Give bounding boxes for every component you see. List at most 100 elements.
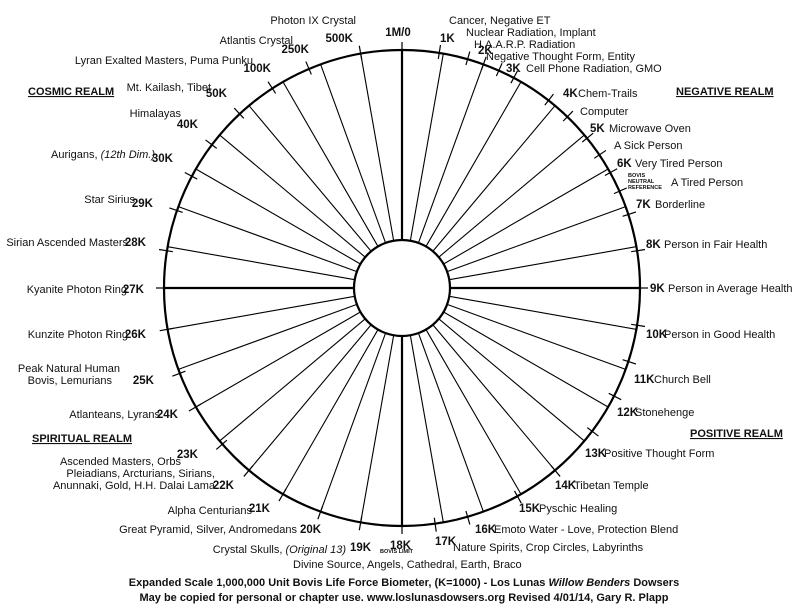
tick-label: Emoto Water - Love, Protection Blend	[494, 524, 678, 536]
tick-value: 16K	[475, 524, 497, 536]
tick-label: Cell Phone Radiation, GMO	[526, 63, 662, 75]
tick-label: A Tired Person	[671, 177, 743, 189]
tick-value: 26K	[125, 329, 147, 341]
tick-marks	[156, 42, 648, 534]
tick-mark	[594, 149, 607, 159]
tick-mark	[169, 207, 183, 214]
tick-value: 14K	[555, 480, 577, 492]
tick-label: Alpha Centurians	[168, 505, 253, 517]
spoke-line	[248, 105, 372, 252]
tick-value: 2K	[478, 45, 493, 57]
spoke-line	[320, 332, 387, 512]
tick-value: 3K	[506, 63, 521, 75]
tick-label: Photon IX Crystal	[270, 15, 356, 27]
tick-label: Peak Natural Human	[18, 363, 120, 375]
tick-value: 29K	[132, 198, 154, 210]
tick-label: Very Tired Person	[635, 158, 722, 170]
tick-value: 12K	[617, 407, 639, 419]
tick-mark	[480, 56, 487, 71]
tick-value: 28K	[125, 237, 147, 249]
tick-label: Pyschic Healing	[539, 503, 617, 515]
spoke-line	[446, 206, 626, 273]
tick-mark	[188, 403, 202, 412]
tick-mark	[613, 187, 627, 195]
tick-label: Divine Source, Angels, Cathedral, Earth,…	[293, 559, 522, 571]
tick-mark	[215, 439, 228, 450]
footer-line-1: Expanded Scale 1,000,000 Unit Bovis Life…	[129, 577, 679, 589]
spoke-line	[178, 206, 358, 273]
tick-label: Negative Thought Form, Entity	[486, 51, 635, 63]
spoke-line	[443, 168, 609, 265]
tick-label: Ascended Masters, Orbs	[60, 456, 182, 468]
spoke-line	[360, 335, 395, 523]
tick-value: 18K	[390, 540, 412, 552]
tick-label: Himalayas	[130, 108, 182, 120]
spoke-line	[409, 335, 444, 523]
tick-label: Atlanteans, Lyrans	[69, 409, 160, 421]
tick-label: H.A.A.R.P. Radiation	[474, 39, 575, 51]
tick-mark	[510, 70, 519, 84]
tick-value: 19K	[350, 542, 372, 554]
tick-value: 500K	[326, 33, 354, 45]
tick-label: Church Bell	[654, 374, 711, 386]
tick-mark	[465, 51, 471, 66]
inner-ring	[352, 238, 452, 338]
spoke-line	[219, 318, 366, 442]
tick-mark	[317, 505, 324, 520]
tick-mark	[437, 44, 442, 59]
tick-value: 250K	[282, 44, 310, 56]
tick-value: 13K	[585, 448, 607, 460]
tick-label: Crystal Skulls, (Original 13)	[213, 544, 347, 556]
tick-mark	[358, 45, 363, 60]
tick-label: Nuclear Radiation, Implant	[466, 27, 596, 39]
tick-mark	[608, 392, 622, 401]
tick-mark	[495, 63, 503, 77]
tick-mark	[622, 359, 637, 365]
spoke-line	[167, 295, 355, 330]
tick-value: 1K	[440, 33, 455, 45]
tick-mark	[631, 248, 646, 253]
spoke-line	[432, 324, 556, 471]
spoke-line	[449, 246, 637, 281]
tick-mark	[305, 61, 312, 75]
tick-value: 24K	[157, 409, 179, 421]
tick-label: Positive Thought Form	[604, 448, 714, 460]
spoke-line	[195, 168, 361, 265]
spiritual-realm-heading: SPIRITUAL REALM	[32, 433, 132, 445]
tick-mark	[278, 488, 287, 502]
tick-mark	[465, 510, 471, 525]
spoke-line	[219, 134, 366, 258]
tick-value: 6K	[617, 158, 632, 170]
positive-realm-heading: POSITIVE REALM	[690, 428, 783, 440]
spoke-line	[417, 332, 484, 512]
tick-mark	[544, 93, 554, 106]
tick-label: Aurigans, (12th Dim.)	[51, 149, 155, 161]
tick-label: Star Sirius	[84, 194, 135, 206]
spoke-line	[360, 53, 395, 241]
tick-label: Great Pyramid, Silver, Andromedans	[119, 524, 297, 536]
tick-label: Lyran Exalted Masters, Puma Punku	[75, 55, 253, 67]
tick-mark	[562, 110, 574, 122]
tick-label: Stonehenge	[635, 407, 694, 419]
spoke-line	[425, 81, 522, 247]
tick-label: Kyanite Photon Ring	[27, 284, 127, 296]
tick-value: 1M/0	[385, 27, 411, 39]
tick-label: Computer	[580, 106, 629, 118]
tick-mark	[159, 327, 174, 332]
bovis-limit-label: BOVIS LIMIT	[380, 549, 414, 555]
tick-value: 10K	[646, 329, 668, 341]
tick-label: Mt. Kailash, Tibet	[127, 82, 211, 94]
tick-mark	[631, 323, 646, 328]
tick-label: Pleiadians, Arcturians, Sirians,	[66, 468, 215, 480]
footer-line-2: May be copied for personal or chapter us…	[140, 592, 669, 604]
tick-label: Kunzite Photon Ring	[28, 329, 128, 341]
tick-value: 22K	[213, 480, 235, 492]
tick-value: 5K	[590, 123, 605, 135]
negative-realm-heading: NEGATIVE REALM	[676, 86, 774, 98]
tick-mark	[243, 465, 254, 477]
tick-label: Microwave Oven	[609, 123, 691, 135]
spoke-line	[195, 311, 361, 408]
